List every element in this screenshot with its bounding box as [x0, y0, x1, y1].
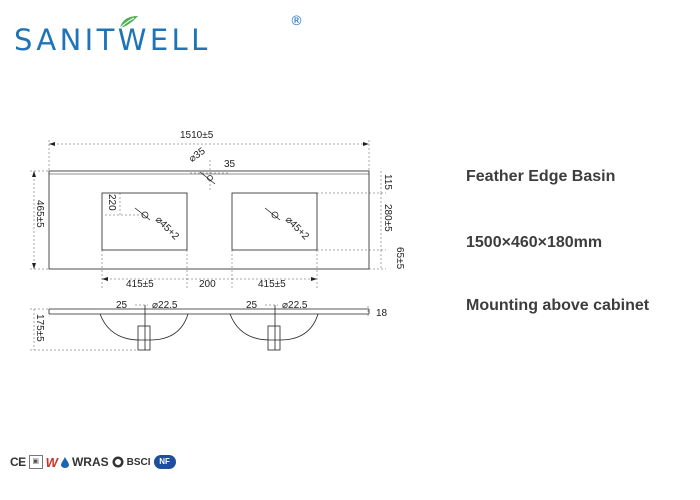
- nf-mark: NF: [153, 455, 176, 469]
- logo-text: SANITWELL: [14, 23, 211, 57]
- dim-bowl-width-left: 415±5: [126, 279, 154, 290]
- left-drain-hole: [141, 211, 149, 219]
- dim-hole-diameter: ⌀35: [187, 146, 208, 165]
- dim-hole-offset: 35: [224, 159, 236, 170]
- w-cert-mark: W: [45, 454, 58, 470]
- registered-mark: ®: [290, 14, 303, 29]
- dim-bowl-depth: 280±5: [382, 204, 393, 232]
- right-bowl-outline: [231, 192, 318, 251]
- dim-bowl-width-right: 415±5: [258, 279, 286, 290]
- right-drain-hole: [271, 211, 279, 219]
- bsci-icon: [112, 456, 124, 468]
- dim-drain-right: ⌀45+2: [283, 214, 311, 242]
- dim-drain-left: ⌀45+2: [153, 214, 181, 242]
- bsci-mark: BSCI: [126, 456, 151, 468]
- dim-top-margin: 115: [382, 174, 393, 190]
- leaf-icon: [119, 16, 138, 29]
- brand-logo: SANITWELL ®: [14, 14, 314, 64]
- dim-overall-width: 1510±5: [180, 130, 214, 141]
- dim-left-bowl-offset: 220: [106, 194, 117, 211]
- spec-dimensions: 1500×460×180mm: [466, 234, 603, 251]
- dim-front-margin: 65±5: [394, 247, 405, 270]
- dim-bowl-gap: 200: [199, 279, 216, 290]
- wras-mark: WRAS: [71, 455, 109, 469]
- dim-slab-thickness: 18: [376, 308, 388, 319]
- left-bowl-outline: [101, 192, 188, 251]
- spec-mounting: Mounting above cabinet: [466, 297, 650, 314]
- dim-drain-dia-right: ⌀22.5: [282, 300, 308, 311]
- spec-product-name: Feather Edge Basin: [466, 168, 616, 185]
- box-cert-icon: ▣: [28, 455, 43, 469]
- dim-drain-offset-left: 25: [116, 300, 128, 311]
- side-view: [48, 305, 370, 351]
- water-drop-icon: [60, 456, 69, 468]
- ce-mark: CE: [10, 455, 26, 469]
- dim-side-height: 175±5: [34, 314, 45, 342]
- countertop-top-view: [48, 170, 370, 270]
- dim-depth: 465±5: [34, 200, 45, 228]
- certification-logos: CE ▣ W WRAS BSCI NF: [10, 451, 176, 473]
- dim-drain-offset-right: 25: [246, 300, 258, 311]
- dim-drain-dia-left: ⌀22.5: [152, 300, 178, 311]
